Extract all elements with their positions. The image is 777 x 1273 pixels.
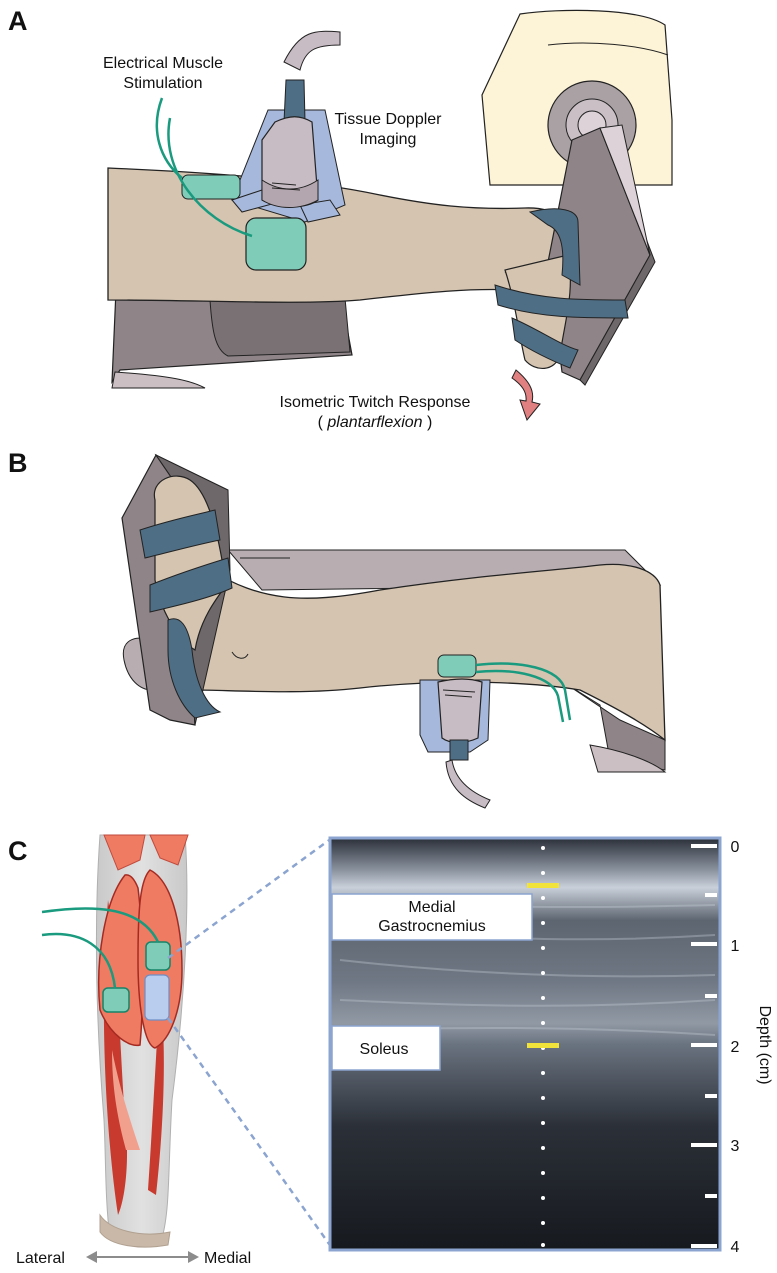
panel-c: C Lateral Medial (8, 835, 773, 1267)
depth-tick-labels: 0 1 2 3 4 (731, 839, 740, 1256)
label-tdi-line2: Imaging (360, 131, 417, 148)
depth-tick-1: 1 (731, 938, 740, 955)
leg-support-a (112, 290, 352, 388)
ultrasound-image: Medial Gastrocnemius Soleus (330, 838, 720, 1250)
label-ems-line2: Stimulation (123, 75, 202, 92)
depth-tick-4: 4 (731, 1239, 740, 1256)
label-medial-line2: Gastrocnemius (378, 918, 486, 935)
panel-a: A (8, 6, 672, 431)
depth-axis-label: Depth (cm) (756, 1005, 773, 1084)
depth-tick-0: 0 (731, 839, 740, 856)
label-tdi-line1: Tissue Doppler (334, 111, 442, 128)
marker-mg-depth (527, 883, 559, 888)
leg-b (173, 564, 665, 740)
orientation-indicator: Lateral Medial (16, 1250, 251, 1267)
orientation-medial: Medial (204, 1250, 251, 1267)
marker-soleus-depth (527, 1043, 559, 1048)
electrode-lateral (103, 988, 129, 1012)
depth-tick-3: 3 (731, 1138, 740, 1155)
panel-b-letter: B (8, 448, 28, 478)
calf-anatomy (42, 835, 188, 1247)
label-twitch-sub: ( plantarflexion ) (318, 414, 433, 431)
label-soleus: Soleus (360, 1041, 409, 1058)
ems-electrode-b (438, 655, 476, 677)
zoom-lines (168, 838, 332, 1248)
orientation-lateral: Lateral (16, 1250, 65, 1267)
panel-c-letter: C (8, 836, 28, 866)
label-ems-line1: Electrical Muscle (103, 55, 223, 72)
electrode-medial (146, 942, 170, 970)
probe-footprint (145, 975, 169, 1020)
panel-a-letter: A (8, 6, 28, 36)
depth-tick-2: 2 (731, 1039, 740, 1056)
label-twitch: Isometric Twitch Response (280, 394, 471, 411)
tdi-probe-b (420, 679, 490, 808)
label-medial-line1: Medial (408, 899, 455, 916)
twitch-arrow (512, 370, 540, 420)
tdi-probe-a (232, 31, 345, 222)
panel-b: B (8, 448, 665, 808)
